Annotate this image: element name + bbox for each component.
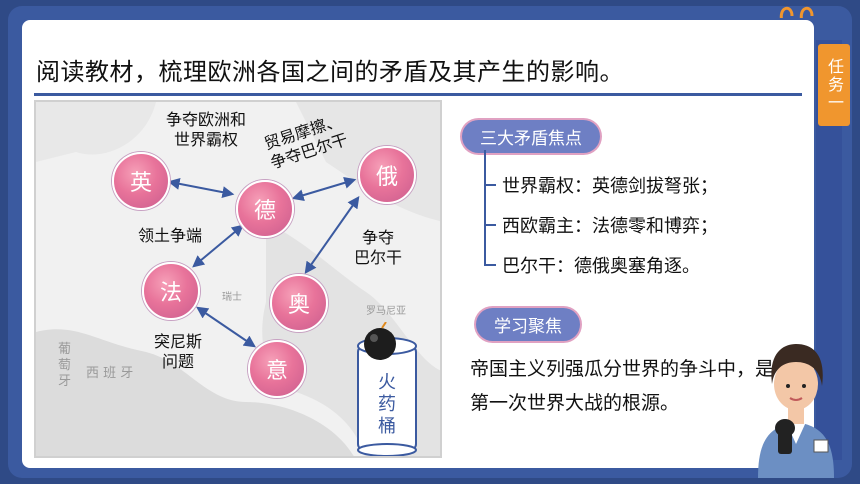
list-item-text: 巴尔干：德俄奥塞角逐。 (502, 256, 700, 277)
label-switzerland: 瑞士 (222, 292, 242, 303)
presenter-avatar (758, 344, 834, 478)
europe-map: 英 德 俄 法 奥 意 争夺欧洲和 世界霸权 贸易摩擦、 争夺巴尔干 领土争端 … (34, 100, 442, 458)
page-title: 阅读教材，梳理欧洲各国之间的矛盾及其产生的影响。 (36, 58, 624, 86)
node-britain: 英 (112, 152, 170, 210)
node-germany: 德 (236, 180, 294, 238)
node-russia: 俄 (358, 146, 416, 204)
list-item-text: 世界霸权：英德剑拔弩张； (502, 176, 718, 197)
label-portugal: 葡 萄 牙 (58, 342, 72, 389)
list-item: 西欧霸主：法德零和博弈； (484, 212, 718, 238)
node-austria: 奥 (270, 274, 328, 332)
label-romania: 罗马尼亚 (366, 306, 406, 317)
learning-paragraph: 帝国主义列强瓜分世界的争斗中，是第一次世界大战的根源。 (470, 358, 775, 414)
title-underline (34, 93, 802, 96)
node-france: 法 (142, 262, 200, 320)
tab-task-one[interactable]: 任务一 (818, 44, 850, 126)
label-de-fr: 领土争端 (138, 226, 203, 245)
list-item-text: 西欧霸主：法德零和博弈； (502, 216, 718, 237)
list-item: 世界霸权：英德剑拔弩张； (484, 172, 718, 198)
list-rail (484, 150, 486, 266)
bullet-dash (484, 264, 496, 266)
bullet-dash (484, 184, 496, 186)
tag-learning-focus: 学习聚焦 (476, 308, 580, 341)
powder-keg-label: 火 药 桶 (378, 372, 396, 437)
tag-focus-points: 三大矛盾焦点 (462, 120, 600, 153)
label-uk-de: 争夺欧洲和 世界霸权 (166, 110, 247, 149)
label-at-ru: 争夺 巴尔干 (354, 228, 403, 267)
list-item: 巴尔干：德俄奥塞角逐。 (484, 252, 700, 278)
label-spain: 西 班 牙 (86, 366, 134, 381)
bullet-dash (484, 224, 496, 226)
label-fr-it: 突尼斯 问题 (154, 332, 203, 371)
node-italy: 意 (248, 340, 306, 398)
powder-keg-icon (357, 322, 417, 456)
